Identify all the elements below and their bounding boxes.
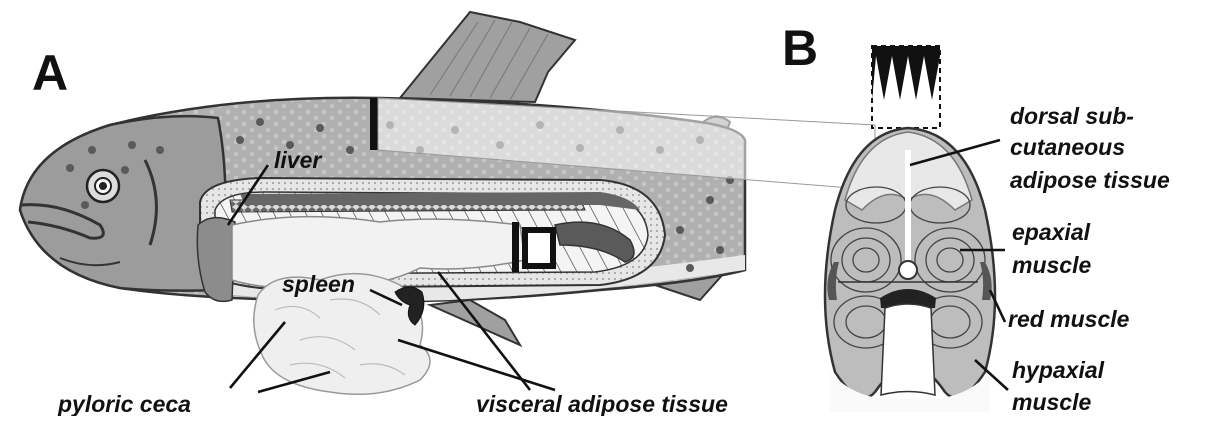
visceral-sample-marker (512, 222, 519, 272)
label-liver: liver (274, 147, 322, 173)
label-pyloric-ceca: pyloric ceca (57, 391, 191, 416)
label-visceral-adipose-tissue: visceral adipose tissue (476, 391, 728, 416)
label-spleen: spleen (282, 271, 355, 297)
fish-illustration (20, 12, 875, 394)
label-epaxial-line1: epaxial (1012, 219, 1091, 245)
fish-head (20, 116, 226, 291)
panel-label-a: A (32, 45, 68, 101)
eye-icon (87, 170, 119, 202)
label-red-muscle: red muscle (1008, 306, 1130, 332)
dorsal-fin (400, 12, 575, 102)
vertebra (899, 261, 917, 279)
label-dorsal-line3: adipose tissue (1010, 167, 1170, 193)
cross-section-illustration (825, 46, 995, 412)
label-dorsal-line1: dorsal sub- (1010, 103, 1134, 129)
dorsal-fin-spikes (872, 46, 940, 100)
pelvic-fin (430, 300, 520, 345)
label-epaxial-line2: muscle (1012, 252, 1091, 278)
visceral-sample-box (525, 230, 553, 266)
label-dorsal-line2: cutaneous (1010, 134, 1125, 160)
panel-label-b: B (782, 20, 818, 76)
label-hypaxial-line1: hypaxial (1012, 357, 1105, 383)
subcutaneous-sample-marker (370, 98, 378, 150)
label-hypaxial-line2: muscle (1012, 389, 1091, 415)
